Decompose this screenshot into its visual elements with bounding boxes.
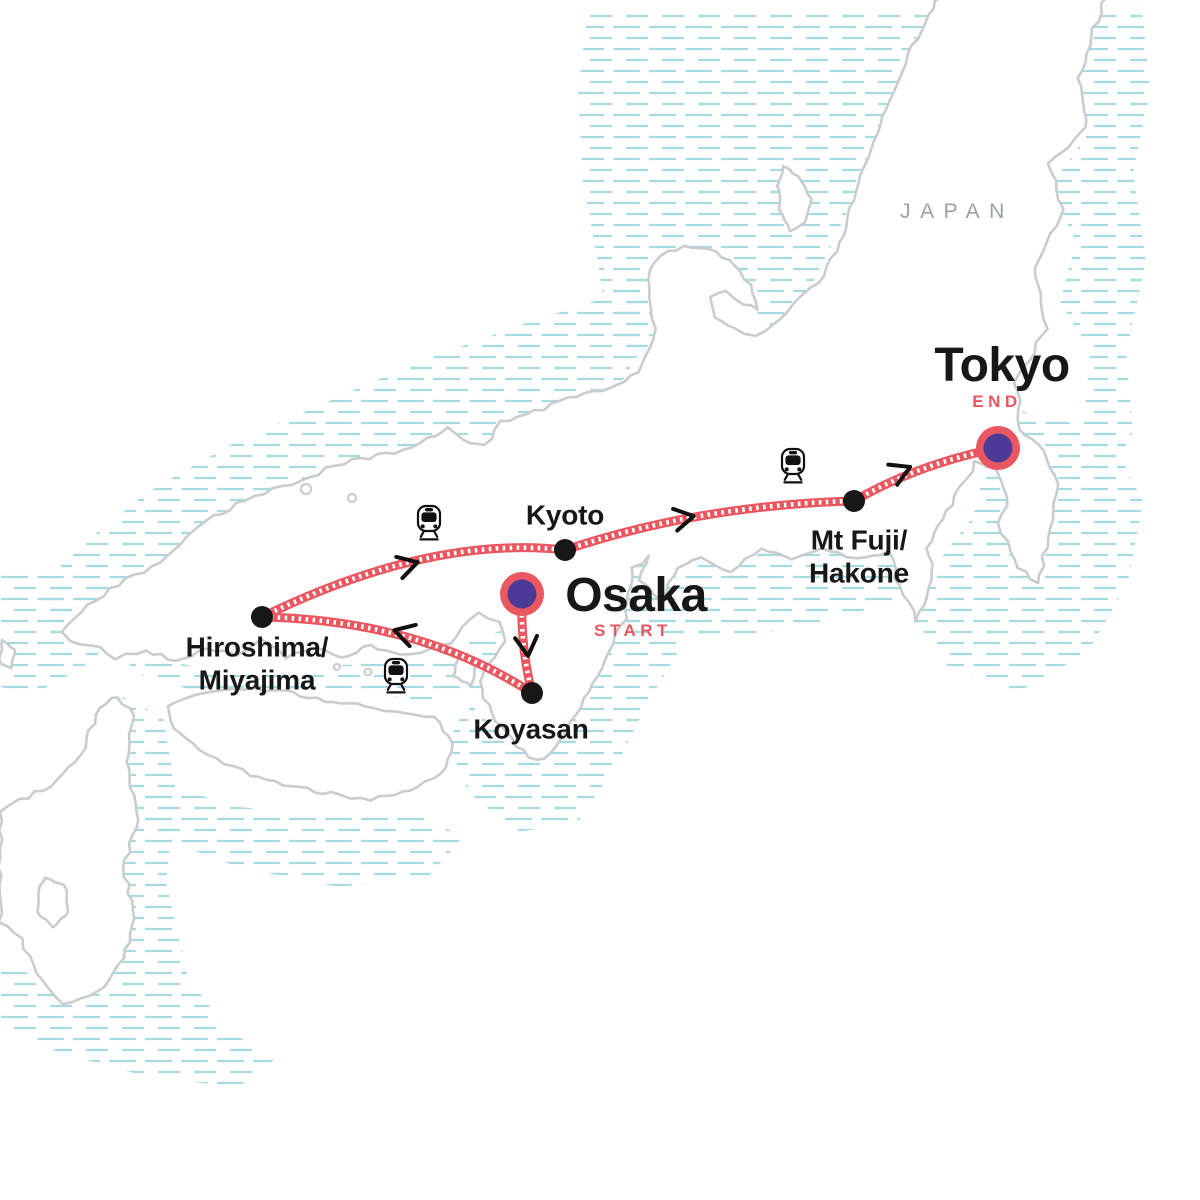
coast-honshu — [60, 0, 1106, 762]
route-segment-koyasan-hiroshima — [257, 612, 537, 698]
direction-arrow — [886, 462, 913, 487]
city-markers — [251, 426, 1020, 704]
water-hatch-area — [578, 8, 930, 354]
islet — [346, 492, 358, 504]
city-dot-kyoto — [554, 539, 576, 561]
coast-small-island — [0, 638, 17, 670]
direction-arrow — [671, 506, 696, 533]
water-hatch-area — [0, 567, 118, 692]
water-hatch-area — [1050, 6, 1150, 482]
route-ties-osaka-koyasan — [519, 593, 535, 694]
islet — [363, 667, 373, 677]
islet — [299, 482, 313, 496]
coast-shikoku — [166, 686, 454, 802]
coast-bay-island — [36, 876, 70, 929]
water-hatch-area — [38, 272, 688, 628]
route-decorations — [383, 447, 913, 694]
direction-arrow — [392, 622, 418, 649]
city-dot-hiroshima-miyajima — [251, 606, 273, 628]
coast-sado-island — [776, 164, 813, 233]
direction-arrow — [513, 633, 539, 658]
coast-kyushu — [0, 696, 140, 1006]
train-icon — [780, 447, 806, 484]
water-hatch-area — [0, 697, 278, 1087]
terminal-marker-osaka — [500, 572, 544, 616]
water-hatch-area — [118, 630, 518, 702]
water-hatch-area — [128, 782, 463, 887]
city-dot-mt-fuji-hakone — [843, 490, 865, 512]
water-hatch-area — [448, 582, 698, 832]
route-ties-hiroshima-kyoto — [260, 545, 566, 620]
japan-coastline — [0, 0, 1106, 1006]
train-icon — [416, 504, 442, 541]
route-ties-kyoto-mtfuji — [564, 498, 855, 553]
islet — [332, 662, 342, 672]
terminal-marker-tokyo — [976, 426, 1020, 470]
train-icon — [383, 657, 409, 694]
direction-arrow — [394, 554, 420, 581]
city-dot-koyasan — [521, 682, 543, 704]
